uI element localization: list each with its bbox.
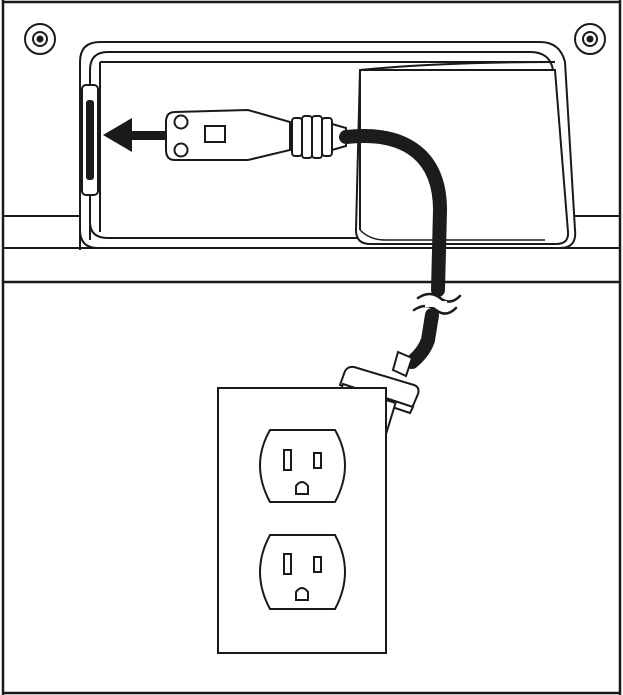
- mounting-screw-left: [24, 23, 56, 55]
- receptacle-upper: [259, 429, 346, 503]
- mounting-screw-right: [574, 23, 606, 55]
- insert-direction-arrow: [103, 118, 166, 152]
- cord-break-gap: [425, 301, 447, 307]
- wall-outlet: [217, 387, 387, 654]
- c7-connector: [165, 108, 347, 161]
- power-cord: [339, 129, 462, 369]
- rear-block: [354, 61, 570, 245]
- device-power-socket: [81, 84, 99, 196]
- receptacle-lower: [259, 534, 346, 610]
